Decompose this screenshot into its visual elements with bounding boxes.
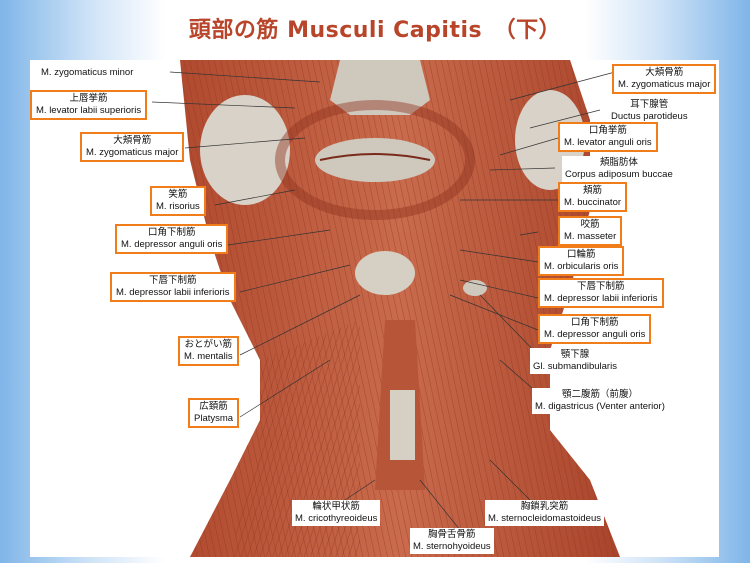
label-jp: 咬筋 — [580, 219, 600, 230]
label-zygomaticus-major-right: 大頬骨筋 M. zygomaticus major — [612, 64, 717, 94]
label-jp: 耳下腺管 — [630, 99, 669, 110]
label-ductus-parotideus: 耳下腺管 Ductus parotideus — [608, 98, 691, 124]
label-corpus-adiposum: 頬脂肪体 Corpus adiposum buccae — [562, 156, 676, 182]
label-masseter: 咬筋 M. masseter — [558, 216, 623, 246]
label-jp: 口角挙筋 — [588, 125, 627, 136]
label-depressor-labii-right: 下唇下制筋 M. depressor labii inferioris — [538, 278, 664, 308]
label-jp: 大頬骨筋 — [645, 67, 684, 78]
label-jp: 広頚筋 — [199, 401, 228, 412]
label-depressor-labii-left: 下唇下制筋 M. depressor labii inferioris — [110, 272, 236, 302]
label-en: M. mentalis — [184, 351, 233, 362]
label-en: M. levator labii superioris — [36, 105, 142, 116]
label-depressor-anguli-left: 口角下制筋 M. depressor anguli oris — [115, 224, 229, 254]
label-en: M. masseter — [564, 231, 617, 242]
label-zygomaticus-minor: M. zygomaticus minor — [38, 66, 137, 80]
label-jp: 頬脂肪体 — [599, 157, 638, 168]
label-jp: 頬筋 — [583, 185, 603, 196]
label-en: M. levator anguli oris — [564, 137, 652, 148]
label-jp: 胸骨舌骨筋 — [428, 529, 476, 540]
label-jp: 口角下制筋 — [147, 227, 196, 238]
label-platysma: 広頚筋 Platysma — [188, 398, 240, 428]
label-jp: 上唇挙筋 — [69, 93, 108, 104]
label-jp: 顎二腹筋（前腹） — [561, 389, 638, 400]
label-jp: おとがい筋 — [184, 339, 233, 350]
label-en: M. sternohyoideus — [413, 541, 491, 552]
label-jp: 顎下腺 — [560, 349, 590, 360]
label-jp: 下唇下制筋 — [577, 281, 625, 292]
leader-lines — [151, 71, 616, 531]
label-en: M. depressor labii inferioris — [116, 287, 230, 298]
label-orbicularis: 口輪筋 M. orbicularis oris — [538, 246, 625, 276]
label-en: M. digastricus (Venter anterior) — [535, 401, 665, 412]
label-depressor-anguli-right: 口角下制筋 M. depressor anguli oris — [538, 314, 652, 344]
label-jp: 口角下制筋 — [570, 317, 619, 328]
label-en: M. orbicularis oris — [544, 261, 619, 272]
label-en: M. zygomaticus major — [86, 147, 179, 158]
label-jp: 胸鎖乳突筋 — [520, 501, 569, 512]
label-levator-labii-superioris: 上唇挙筋 M. levator labii superioris — [30, 90, 148, 120]
label-en: M. buccinator — [564, 197, 622, 208]
label-jp: 笑筋 — [168, 189, 188, 200]
label-en: Platysma — [194, 413, 234, 424]
muscle-illustration — [180, 60, 620, 557]
label-en: M. depressor anguli oris — [121, 239, 223, 250]
label-jp: 口輪筋 — [566, 249, 596, 260]
anatomy-figure: M. zygomaticus minor 上唇挙筋 M. levator lab… — [30, 60, 719, 557]
label-levator-anguli: 口角挙筋 M. levator anguli oris — [558, 122, 658, 152]
label-en: M. zygomaticus minor — [41, 67, 134, 78]
label-en: Corpus adiposum buccae — [565, 169, 673, 180]
label-buccinator: 頬筋 M. buccinator — [558, 182, 628, 212]
label-cricothyreoideus: 輪状甲状筋 M. cricothyreoideus — [292, 500, 381, 526]
label-mentalis: おとがい筋 M. mentalis — [178, 336, 239, 366]
label-en: Gl. submandibularis — [533, 361, 617, 372]
label-zygomaticus-major-left: 大頬骨筋 M. zygomaticus major — [80, 132, 185, 162]
label-jp: 下唇下制筋 — [149, 275, 197, 286]
label-jp: 輪状甲状筋 — [312, 501, 360, 512]
label-submandibularis: 顎下腺 Gl. submandibularis — [530, 348, 620, 374]
label-en: M. sternocleidomastoideus — [488, 513, 601, 524]
slide-title: 頭部の筋 Musculi Capitis （下） — [188, 18, 562, 43]
label-en: M. zygomaticus major — [618, 79, 711, 90]
label-sternohyoideus: 胸骨舌骨筋 M. sternohyoideus — [410, 528, 494, 554]
label-en: M. cricothyreoideus — [295, 513, 378, 524]
label-en: M. risorius — [156, 201, 200, 212]
label-en: M. depressor anguli oris — [544, 329, 646, 340]
label-en: Ductus parotideus — [611, 111, 688, 122]
label-en: M. depressor labii inferioris — [544, 293, 658, 304]
label-sternocleidomastoideus: 胸鎖乳突筋 M. sternocleidomastoideus — [485, 500, 604, 526]
label-risorius: 笑筋 M. risorius — [150, 186, 206, 216]
label-jp: 大頬骨筋 — [113, 135, 152, 146]
label-digastricus: 顎二腹筋（前腹） M. digastricus (Venter anterior… — [532, 388, 668, 414]
